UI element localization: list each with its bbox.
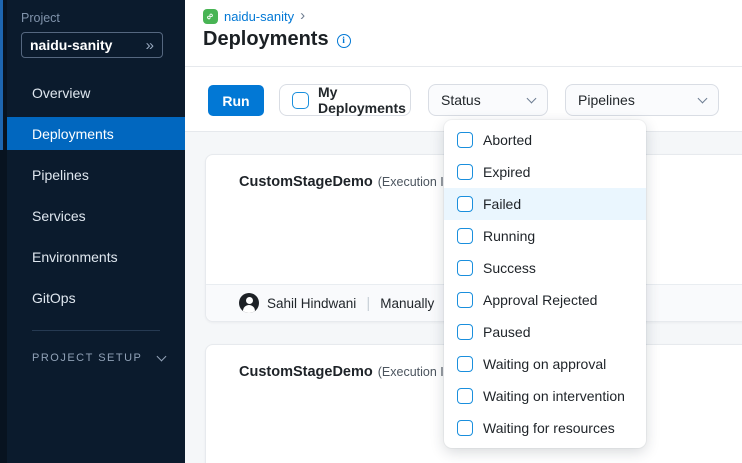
- status-filter-label: Status: [441, 92, 481, 108]
- sidebar-divider: [32, 330, 160, 331]
- status-option-success[interactable]: Success: [444, 252, 646, 284]
- page-title-row: Deployments i: [203, 28, 351, 51]
- sidebar-item-label: Services: [32, 208, 86, 224]
- pipelines-filter-dropdown[interactable]: Pipelines: [565, 84, 719, 116]
- checkbox-icon[interactable]: [457, 324, 473, 340]
- status-option-expired[interactable]: Expired: [444, 156, 646, 188]
- chevron-right-icon: ›: [300, 8, 305, 23]
- info-icon[interactable]: i: [337, 34, 351, 48]
- sidebar-item-environments[interactable]: Environments: [7, 240, 185, 273]
- sidebar-nav: Overview Deployments Pipelines Services …: [7, 76, 185, 322]
- pipeline-name: CustomStageDemo: [239, 174, 373, 190]
- chevron-down-icon: [157, 351, 167, 361]
- checkbox-icon[interactable]: [457, 388, 473, 404]
- sidebar-item-label: GitOps: [32, 290, 76, 306]
- status-option-waiting-on-approval[interactable]: Waiting on approval: [444, 348, 646, 380]
- my-deployments-toggle[interactable]: My Deployments: [279, 84, 411, 116]
- status-option-label: Expired: [483, 164, 530, 180]
- sidebar-item-label: Overview: [32, 85, 90, 101]
- sidebar-item-deployments[interactable]: Deployments: [7, 117, 185, 150]
- checkbox-icon[interactable]: [457, 196, 473, 212]
- breadcrumb: ∞ naidu-sanity ›: [203, 9, 305, 24]
- chevron-down-icon: [527, 93, 537, 103]
- checkbox-icon[interactable]: [457, 292, 473, 308]
- checkbox-icon[interactable]: [457, 228, 473, 244]
- sidebar-item-label: Deployments: [32, 126, 114, 142]
- footer-separator: |: [366, 295, 370, 312]
- project-setup-label: PROJECT SETUP: [32, 352, 142, 364]
- pipelines-filter-label: Pipelines: [578, 92, 635, 108]
- trigger-type: Manually: [380, 296, 434, 311]
- status-option-aborted[interactable]: Aborted: [444, 124, 646, 156]
- status-option-label: Aborted: [483, 132, 532, 148]
- my-deployments-checkbox[interactable]: [292, 92, 309, 109]
- project-scope-icon: ∞: [203, 9, 218, 24]
- project-label: Project: [21, 11, 60, 25]
- sidebar-item-pipelines[interactable]: Pipelines: [7, 158, 185, 191]
- header-divider: [185, 66, 742, 67]
- sidebar-item-overview[interactable]: Overview: [7, 76, 185, 109]
- status-option-label: Waiting on approval: [483, 356, 606, 372]
- status-option-label: Approval Rejected: [483, 292, 597, 308]
- active-module-indicator: [0, 0, 3, 150]
- status-option-failed[interactable]: Failed: [444, 188, 646, 220]
- status-option-label: Paused: [483, 324, 530, 340]
- status-option-waiting-for-resources[interactable]: Waiting for resources: [444, 412, 646, 444]
- sidebar-item-gitops[interactable]: GitOps: [7, 281, 185, 314]
- project-selector-value: naidu-sanity: [30, 37, 112, 53]
- main-area: ∞ naidu-sanity › Deployments i Run My De…: [185, 0, 742, 463]
- my-deployments-label: My Deployments: [318, 84, 406, 116]
- status-option-paused[interactable]: Paused: [444, 316, 646, 348]
- checkbox-icon[interactable]: [457, 356, 473, 372]
- triggered-by-name: Sahil Hindwani: [267, 296, 356, 311]
- status-filter-dropdown[interactable]: Status: [428, 84, 548, 116]
- status-option-label: Waiting for resources: [483, 420, 615, 436]
- user-avatar-icon: [239, 293, 259, 313]
- breadcrumb-project-link[interactable]: naidu-sanity: [224, 9, 294, 24]
- project-selector[interactable]: naidu-sanity »: [21, 32, 163, 58]
- sidebar-item-label: Pipelines: [32, 167, 89, 183]
- double-chevron-right-icon: »: [146, 38, 154, 53]
- execution-id-text: (Execution Id: [378, 365, 451, 379]
- checkbox-icon[interactable]: [457, 164, 473, 180]
- page-title: Deployments: [203, 28, 329, 51]
- checkbox-icon[interactable]: [457, 260, 473, 276]
- run-button[interactable]: Run: [208, 85, 264, 116]
- status-option-label: Waiting on intervention: [483, 388, 625, 404]
- deployment-title-row: CustomStageDemo (Execution Id: [239, 173, 451, 191]
- pipeline-name: CustomStageDemo: [239, 364, 373, 380]
- project-sidebar: Project naidu-sanity » Overview Deployme…: [7, 0, 185, 463]
- checkbox-icon[interactable]: [457, 420, 473, 436]
- execution-id-text: (Execution Id: [378, 175, 451, 189]
- sidebar-item-services[interactable]: Services: [7, 199, 185, 232]
- status-option-approval-rejected[interactable]: Approval Rejected: [444, 284, 646, 316]
- status-option-label: Running: [483, 228, 535, 244]
- status-option-label: Failed: [483, 196, 521, 212]
- checkbox-icon[interactable]: [457, 132, 473, 148]
- module-nav-strip: [0, 0, 7, 463]
- deployment-title-row: CustomStageDemo (Execution Id: [239, 363, 451, 381]
- status-filter-menu: Aborted Expired Failed Running Success A…: [444, 120, 646, 448]
- status-option-label: Success: [483, 260, 536, 276]
- status-option-running[interactable]: Running: [444, 220, 646, 252]
- sidebar-item-label: Environments: [32, 249, 118, 265]
- status-option-waiting-on-intervention[interactable]: Waiting on intervention: [444, 380, 646, 412]
- project-setup-toggle[interactable]: PROJECT SETUP: [32, 350, 165, 366]
- chevron-down-icon: [698, 93, 708, 103]
